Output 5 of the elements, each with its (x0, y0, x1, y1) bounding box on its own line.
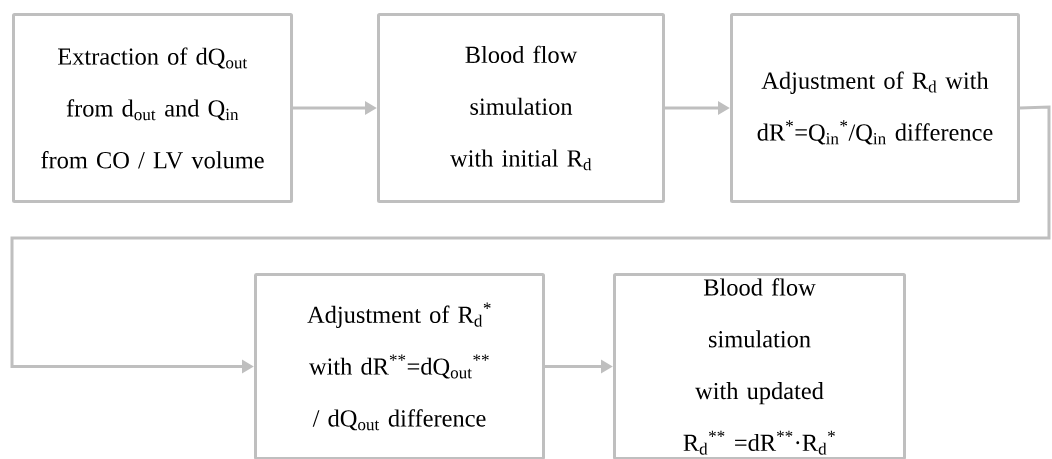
process-box: Blood flow simulation with initial R$_{d}$ (377, 13, 665, 203)
process-box: Adjustment of R$_{d}$* with dR$^{**}$=dQ$_{out}$** / dQ$_{out}$ difference (254, 273, 545, 459)
process-box: Blood flow simulation with updated R$_{d}$$^{**}$ =dR$^{**}$·R$_{d}$* (613, 273, 906, 459)
process-box: Adjustment of R$_{d}$ with dR$^{*}$=Q$_{in}$$^{*}$/Q$_{in}$ difference (730, 13, 1020, 203)
process-box: Extraction of dQ$_{out}$ from d$_{out}$ and Q$_{in}$ from CO / LV volume (12, 13, 293, 203)
